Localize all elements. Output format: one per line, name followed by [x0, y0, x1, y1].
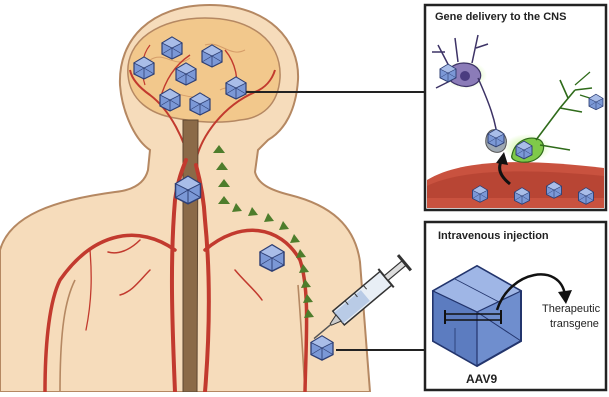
transgene-label: transgene [550, 318, 599, 330]
cns-panel-title: Gene delivery to the CNS [435, 11, 566, 23]
cns-panel [425, 5, 606, 210]
injection-panel-title: Intravenous injection [438, 230, 549, 242]
therapeutic-label: Therapeutic [542, 303, 600, 315]
vector-name-label: AAV9 [466, 372, 497, 386]
